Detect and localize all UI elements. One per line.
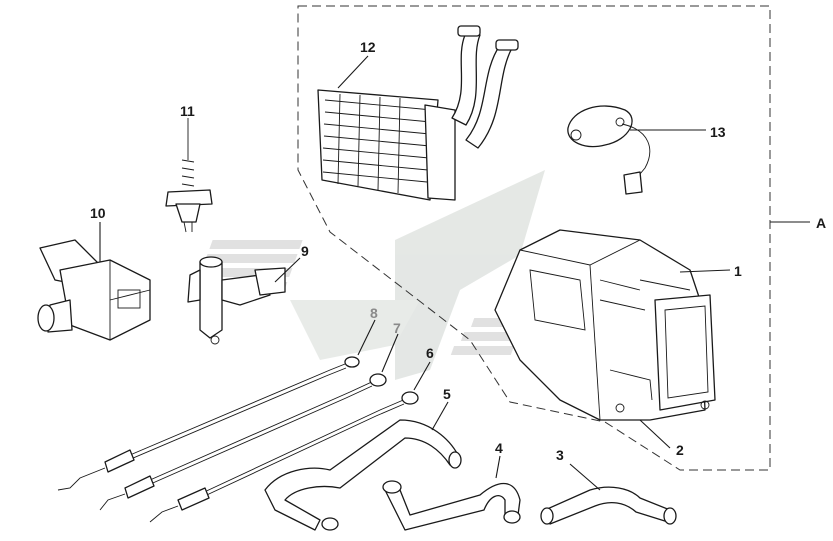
watermark-logo (194, 170, 545, 380)
clip-fastener (165, 118, 213, 233)
leader-8 (357, 319, 376, 356)
callout-7: 7 (393, 320, 401, 336)
callout-9: 9 (301, 243, 309, 259)
leader-1 (679, 269, 731, 273)
callout-5: 5 (443, 386, 451, 402)
assembly-boundary (297, 5, 771, 471)
heater-hose-5 (264, 419, 462, 531)
leader-12 (337, 55, 369, 89)
callout-12: 12 (360, 39, 376, 55)
callout-4: 4 (495, 440, 503, 456)
callout-6: 6 (426, 345, 434, 361)
control-valve (187, 256, 286, 345)
callout-10: 10 (90, 205, 106, 221)
callout-8: 8 (370, 305, 378, 321)
sensor (567, 105, 651, 195)
heater-hose-3 (540, 486, 677, 525)
leader-2 (639, 419, 671, 449)
control-cable-8 (57, 356, 360, 491)
leader-4 (495, 455, 501, 479)
callout-13: 13 (710, 124, 726, 140)
control-cable-6 (149, 391, 419, 523)
control-cable-7 (99, 373, 387, 511)
leader-5 (431, 401, 449, 431)
callout-2: 2 (676, 442, 684, 458)
callout-1: 1 (734, 263, 742, 279)
leader-6 (413, 361, 431, 391)
leader-9 (274, 257, 301, 283)
heater-hose-4 (382, 480, 521, 531)
callout-A: A (816, 215, 826, 231)
heater-core (317, 25, 519, 201)
water-valve (37, 239, 151, 341)
leader-3 (569, 463, 601, 491)
heater-housing (494, 229, 716, 421)
callout-3: 3 (556, 447, 564, 463)
leader-7 (381, 333, 399, 373)
callout-11: 11 (180, 103, 195, 119)
